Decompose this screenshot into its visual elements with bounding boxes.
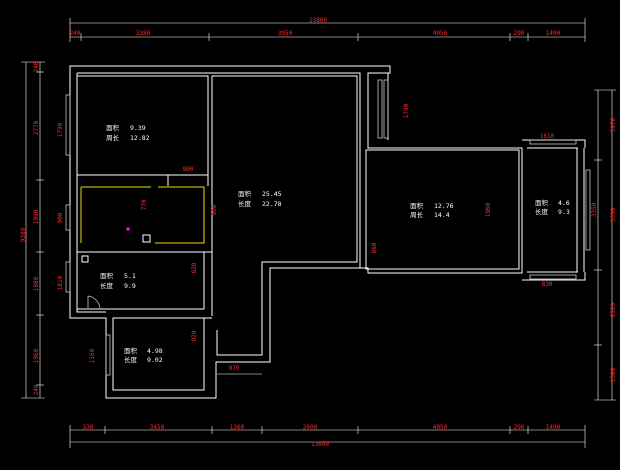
- inner-dim-14: 1160: [89, 348, 96, 363]
- svg-text:长度: 长度: [100, 281, 114, 290]
- inner-dim-10: 1810: [57, 275, 64, 290]
- top-dim-2: 3380: [136, 30, 151, 37]
- inner-dim-12: 3350: [591, 202, 598, 217]
- svg-text:4.6: 4.6: [558, 199, 570, 207]
- bottom-dim-7: 1490: [546, 424, 561, 431]
- svg-text:周长: 周长: [410, 210, 424, 219]
- top-dim-5: 290: [514, 30, 525, 37]
- svg-text:面积: 面积: [124, 346, 138, 355]
- svg-text:9.3: 9.3: [558, 208, 570, 216]
- svg-text:面积: 面积: [238, 189, 252, 198]
- svg-text:4.98: 4.98: [147, 347, 163, 355]
- bottom-dim-2: 3450: [150, 424, 165, 431]
- svg-text:5.1: 5.1: [124, 272, 136, 280]
- inner-dim-9: 620: [191, 262, 198, 273]
- left-dim-5: 1960: [33, 348, 40, 363]
- svg-text:9.02: 9.02: [147, 356, 163, 364]
- svg-text:长度: 长度: [535, 207, 549, 216]
- inner-dim-3: 770: [141, 199, 148, 210]
- right-dim-2: 3350: [610, 207, 617, 222]
- inner-dimensions: 1790 900 770 900 900 1790 1960 860 620 1…: [57, 103, 598, 375]
- inner-dim-5: 900: [57, 212, 64, 223]
- inner-dim-8: 860: [371, 242, 378, 253]
- svg-text:长度: 长度: [124, 355, 138, 364]
- left-dim-2: 2770: [33, 120, 40, 135]
- top-total-dim: 13800: [309, 17, 327, 24]
- svg-text:9.39: 9.39: [130, 124, 146, 132]
- svg-text:22.78: 22.78: [262, 200, 282, 208]
- right-dimensions: 3070 3350 2520 1380: [594, 89, 617, 401]
- bottom-dim-1: 330: [83, 424, 94, 431]
- windows: [65, 79, 591, 376]
- inner-dim-15: 830: [542, 281, 553, 288]
- svg-text:14.4: 14.4: [434, 211, 450, 219]
- bottom-dim-4: 2600: [303, 424, 318, 431]
- bottom-total-dim: 13840: [311, 441, 329, 448]
- svg-text:周长: 周长: [106, 133, 120, 142]
- left-total-dim: 9380: [20, 227, 27, 242]
- top-dimensions: 13800 240 3380 3950 4050 290 1490: [70, 17, 586, 42]
- svg-text:长度: 长度: [238, 199, 252, 208]
- right-dim-3: 2520: [610, 302, 617, 317]
- kitchen: [80, 186, 205, 309]
- svg-text:面积: 面积: [100, 271, 114, 280]
- inner-dim-7: 1960: [485, 202, 492, 217]
- inner-dim-16: 970: [229, 365, 240, 372]
- svg-text:9.9: 9.9: [124, 282, 136, 290]
- bottom-dimensions: 330 3450 1360 2600 4050 290 1490 13840: [69, 424, 586, 448]
- inner-dim-6: 1790: [403, 103, 410, 118]
- inner-dim-4: 900: [211, 204, 218, 215]
- left-dimensions: 9380 240 2770 1990 1980 1960 240: [20, 61, 45, 399]
- room-label-balcony: 面积 4.6 长度 9.3: [535, 198, 570, 216]
- svg-text:面积: 面积: [410, 201, 424, 210]
- room-label-living: 面积 25.45 长度 22.78: [238, 189, 282, 208]
- inner-dim-11: 1610: [540, 133, 555, 140]
- top-dim-6: 1490: [546, 30, 561, 37]
- kitchen-marker-icon: [126, 227, 130, 231]
- top-dim-4: 4050: [433, 30, 448, 37]
- room-label-bedroom-top-left: 面积 9.39 周长 12.82: [106, 123, 150, 142]
- inner-dim-1: 1790: [57, 122, 64, 137]
- inner-dim-2: 900: [183, 166, 194, 173]
- top-dim-1: 240: [70, 30, 81, 37]
- left-dim-6: 240: [33, 384, 40, 395]
- inner-dim-13: 920: [191, 330, 198, 341]
- svg-text:面积: 面积: [535, 198, 549, 207]
- svg-text:12.82: 12.82: [130, 134, 150, 142]
- room-labels: 面积 9.39 周长 12.82 面积 25.45 长度 22.78 面积 12…: [100, 123, 570, 364]
- svg-text:12.76: 12.76: [434, 202, 454, 210]
- left-dim-3: 1990: [33, 209, 40, 224]
- bottom-dim-6: 290: [514, 424, 525, 431]
- bottom-dim-3: 1360: [230, 424, 245, 431]
- left-dim-4: 1980: [33, 276, 40, 291]
- room-label-bottom-room: 面积 4.98 长度 9.02: [124, 346, 163, 364]
- top-dim-3: 3950: [278, 30, 293, 37]
- right-dim-1: 3070: [610, 117, 617, 132]
- right-dim-4: 1380: [610, 367, 617, 382]
- room-label-bedroom-right: 面积 12.76 周长 14.4: [410, 201, 454, 219]
- svg-text:面积: 面积: [106, 123, 120, 132]
- svg-text:25.45: 25.45: [262, 190, 282, 198]
- room-label-small-room: 面积 5.1 长度 9.9: [100, 271, 136, 290]
- left-dim-1: 240: [33, 61, 40, 72]
- bottom-dim-5: 4050: [433, 424, 448, 431]
